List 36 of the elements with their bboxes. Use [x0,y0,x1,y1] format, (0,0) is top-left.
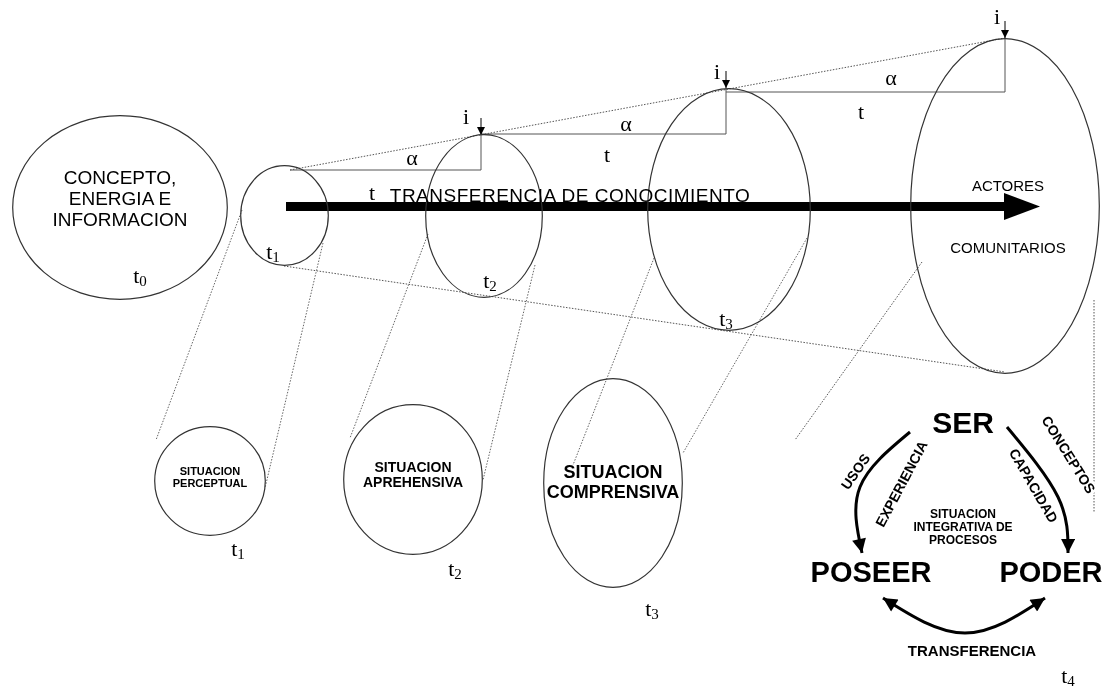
symbol-label: t$_{4}$ [1061,664,1075,686]
node-label: SER [932,405,994,439]
symbol-label: t [857,99,865,125]
symbol-label: i [462,104,470,130]
symbol-label: i [993,4,1001,30]
ellipse [12,115,228,300]
node-label: CONCEPTO, ENERGIA E INFORMACION [51,167,189,231]
symbol-label: α [885,65,897,91]
symbol-label: α [406,145,418,171]
curved-arrow [1005,426,1076,553]
node-label: POSEER [810,557,932,589]
time-label: t$_{0}$ [133,264,147,290]
text-label: TRANSFERENCIA DE CONOCIMIENTO [389,185,751,207]
time-label: t$_{1}$ [266,240,280,266]
time-label: t$_{2}$ [448,557,462,583]
node-label: SITUACION COMPRENSIVA [545,463,681,503]
projection-line [572,257,655,466]
projection-line [682,237,808,454]
symbol-label: α [620,111,632,137]
curved-arrow [882,596,1046,635]
time-label: t$_{2}$ [483,269,497,295]
time-label: t$_{1}$ [231,537,245,563]
ellipse [240,165,329,266]
projection-line [482,264,536,481]
time-label: t$_{3}$ [719,307,733,333]
node-label: ACTORES [971,177,1045,195]
ellipse [910,38,1100,374]
symbol-label: i [713,59,721,85]
time-label: t$_{3}$ [645,597,659,623]
node-label: PODER [999,557,1103,589]
symbol-label: t [368,180,376,206]
node-label: SITUACION PERCEPTUAL [171,464,249,490]
node-label: COMUNITARIOS [950,239,1066,257]
node-label: SITUACION APREHENSIVA [361,459,465,491]
symbol-label: t [603,142,611,168]
curved-arrow [852,430,911,554]
